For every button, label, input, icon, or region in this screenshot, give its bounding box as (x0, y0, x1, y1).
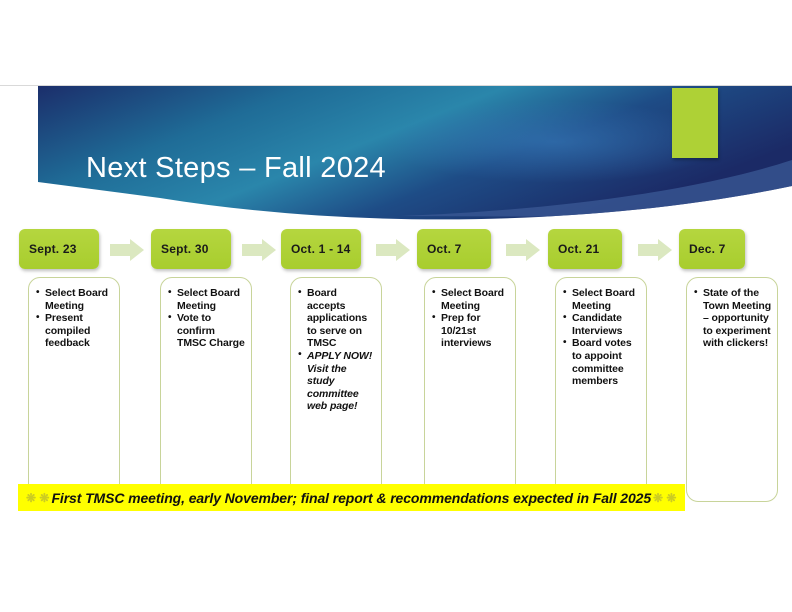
date-badge: Dec. 7 (679, 229, 745, 269)
milestone-card: Select Board MeetingVote to confirm TMSC… (160, 277, 252, 502)
bullet-item: Board accepts applications to serve on T… (298, 287, 376, 350)
footer-star-right-icon: ❋ ❋ (653, 490, 677, 505)
bullet-item: Select Board Meeting (168, 286, 246, 312)
footer-star-left-icon: ❋ ❋ (26, 490, 50, 505)
footer-highlight-banner: ❋ ❋ First TMSC meeting, early November; … (18, 484, 685, 511)
bullet-item: Board votes to appoint committee members (563, 337, 641, 387)
bullet-list: Select Board MeetingVote to confirm TMSC… (168, 286, 246, 350)
bullet-item: Vote to confirm TMSC Charge (168, 312, 246, 350)
bullet-item: Present compiled feedback (36, 312, 114, 350)
bullet-list: Select Board MeetingPrep for 10/21st int… (432, 286, 510, 350)
date-badge-label: Sept. 23 (29, 242, 77, 256)
milestone-card: State of the Town Meeting – opportunity … (686, 277, 778, 502)
date-badge-label: Oct. 1 - 14 (291, 242, 351, 256)
bullet-list: Board accepts applications to serve on T… (298, 287, 376, 413)
date-badge-label: Dec. 7 (689, 242, 726, 256)
page-title: Next Steps – Fall 2024 (86, 152, 386, 184)
right-arrow-icon (242, 239, 276, 261)
date-badge: Oct. 21 (548, 229, 622, 269)
bullet-list: Select Board MeetingCandidate Interviews… (563, 286, 641, 388)
milestone-card: Select Board MeetingPresent compiled fee… (28, 277, 120, 502)
bullet-list: State of the Town Meeting – opportunity … (694, 287, 772, 350)
date-badge-label: Sept. 30 (161, 242, 209, 256)
right-arrow-icon (376, 239, 410, 261)
date-badge: Sept. 30 (151, 229, 231, 269)
bullet-item: Candidate Interviews (563, 312, 641, 337)
right-arrow-icon (110, 239, 144, 261)
right-arrow-icon (506, 239, 540, 261)
date-badge: Oct. 1 - 14 (281, 229, 361, 269)
bullet-item: Prep for 10/21st interviews (432, 312, 510, 350)
date-badge-label: Oct. 21 (558, 242, 600, 256)
bullet-item: State of the Town Meeting – opportunity … (694, 287, 772, 350)
bullet-item: Select Board Meeting (563, 286, 641, 312)
milestone-card: Board accepts applications to serve on T… (290, 277, 382, 502)
bullet-list: Select Board MeetingPresent compiled fee… (36, 286, 114, 350)
footer-note-text: First TMSC meeting, early November; fina… (51, 489, 652, 506)
header-banner (0, 86, 792, 226)
milestone-card: Select Board MeetingPrep for 10/21st int… (424, 277, 516, 502)
date-badge-label: Oct. 7 (427, 242, 462, 256)
green-accent-tab (672, 88, 718, 158)
milestone-card: Select Board MeetingCandidate Interviews… (555, 277, 647, 502)
bullet-item: Select Board Meeting (432, 286, 510, 312)
date-badge: Oct. 7 (417, 229, 491, 269)
bullet-item: Select Board Meeting (36, 286, 114, 312)
bullet-item: APPLY NOW! Visit the study committee web… (298, 349, 376, 413)
date-badge: Sept. 23 (19, 229, 99, 269)
right-arrow-icon (638, 239, 672, 261)
header-divider-rule (0, 85, 792, 86)
